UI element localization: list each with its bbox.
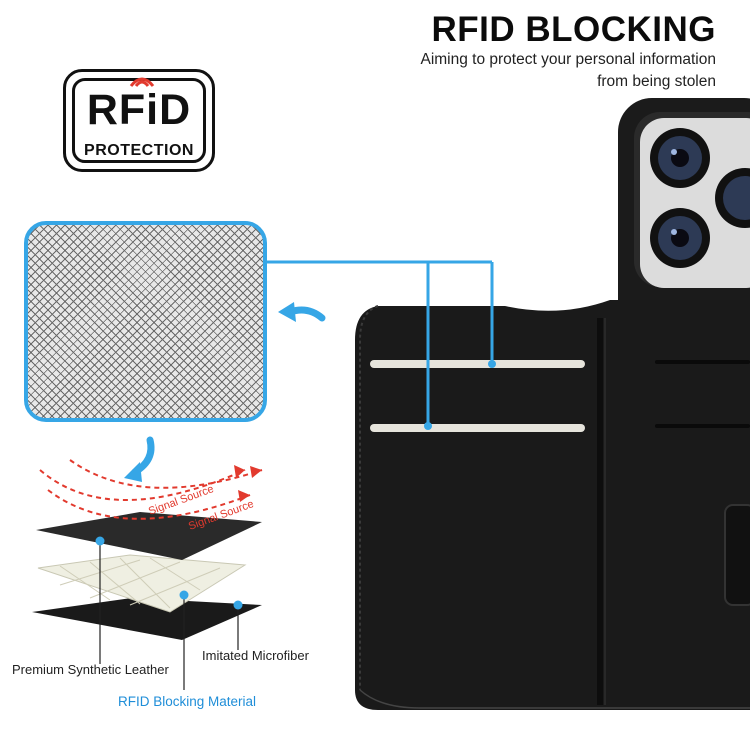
wireless-signal-icon	[129, 77, 155, 87]
card-slot	[370, 360, 585, 368]
card-slot	[655, 360, 750, 364]
rfid-protection-badge: RFiD PROTECTION	[63, 69, 215, 172]
subtitle-line-1: Aiming to protect your personal informat…	[420, 51, 716, 68]
subtitle-line-2: from being stolen	[597, 73, 716, 90]
layer-leather	[36, 512, 262, 560]
label-rfid-material: RFID Blocking Material	[118, 694, 257, 709]
wallet-body	[355, 300, 750, 710]
card-slot	[655, 424, 750, 428]
rfid-mesh-closeup	[24, 221, 267, 422]
callout-lines	[267, 260, 494, 426]
layer-rfid-mesh	[37, 554, 247, 613]
label-microfiber: Imitated Microfiber	[202, 648, 309, 663]
page-title: RFID BLOCKING	[431, 10, 716, 49]
label-leather: Premium Synthetic Leather	[12, 662, 169, 677]
badge-main-text: RFiD	[86, 86, 192, 134]
badge-sub-text: PROTECTION	[84, 142, 194, 159]
layer-microfiber	[32, 598, 262, 640]
signal-arrows	[39, 459, 263, 520]
card-slot	[370, 424, 585, 432]
